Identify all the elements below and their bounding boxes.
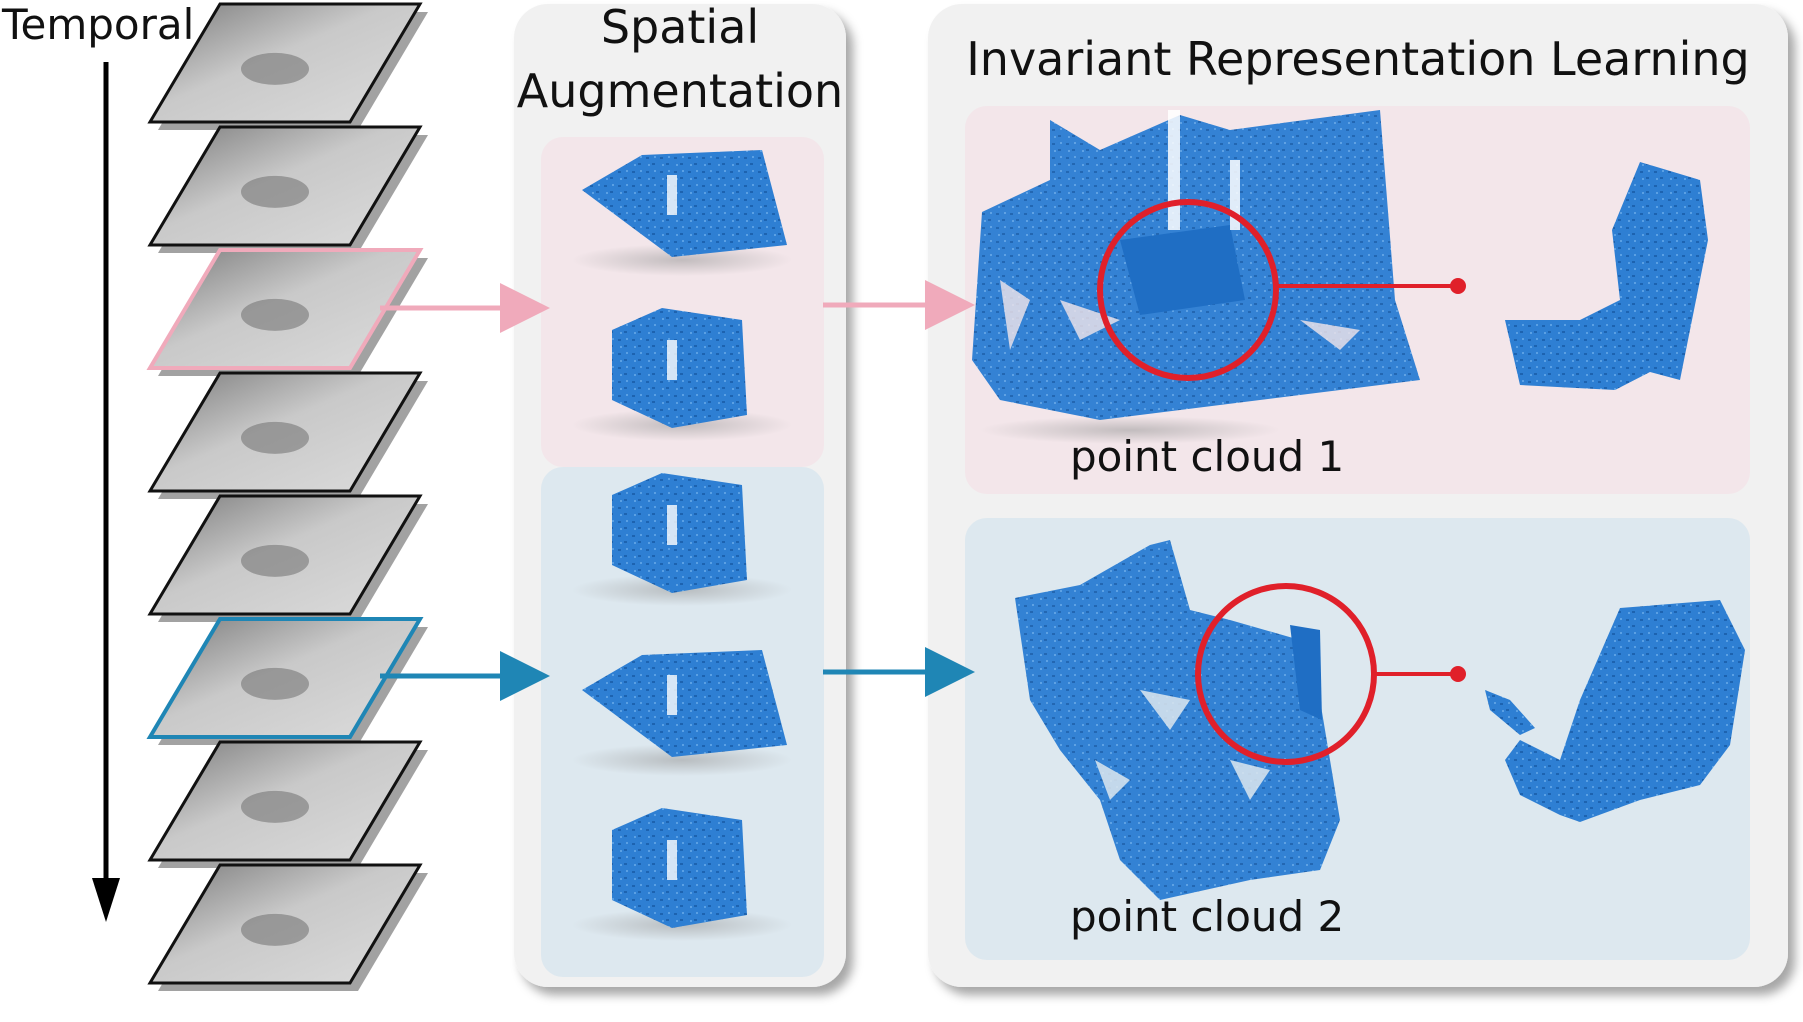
depth-frame-hole <box>241 298 309 331</box>
chair-crop-2 <box>1485 600 1745 822</box>
depth-frame-hole <box>241 544 309 577</box>
augmented-view-gap <box>667 675 677 715</box>
depth-frame-hole <box>241 175 309 208</box>
depth-frame-hole <box>241 421 309 454</box>
augmented-view-3 <box>612 473 747 593</box>
augmented-view-gap <box>667 340 677 380</box>
irl-title: Invariant Representation Learning <box>966 32 1750 86</box>
depth-frame-hole <box>241 667 309 700</box>
crop-selector-1 <box>1097 199 1466 381</box>
crop-selector-2 <box>1195 583 1466 765</box>
spatial-title-line1: Spatial <box>600 0 760 54</box>
augmented-view-2 <box>612 308 747 428</box>
point-cloud-2 <box>1015 540 1340 900</box>
depth-frame-hole <box>241 913 309 946</box>
point-cloud-1-label: point cloud 1 <box>1070 432 1345 481</box>
augmented-view-1 <box>582 150 787 257</box>
augmented-view-gap <box>667 175 677 215</box>
temporal-axis-arrowhead <box>92 878 120 922</box>
point-cloud-1 <box>972 110 1420 444</box>
point-cloud-2-label: point cloud 2 <box>1070 892 1345 941</box>
augmented-view-5 <box>612 808 747 928</box>
augmented-view-shadow <box>572 244 792 276</box>
augmented-view-gap <box>667 505 677 545</box>
depth-frame-hole <box>241 790 309 823</box>
temporal-label: Temporal <box>2 0 195 49</box>
spatial-title-line2: Augmentation <box>516 64 844 118</box>
augmented-view-shadow <box>572 744 792 776</box>
depth-frame-stack <box>146 2 428 991</box>
chair-crop-1 <box>1505 162 1708 390</box>
augmented-view-4 <box>582 650 787 757</box>
augmented-view-gap <box>667 840 677 880</box>
depth-frame-hole <box>241 52 309 85</box>
